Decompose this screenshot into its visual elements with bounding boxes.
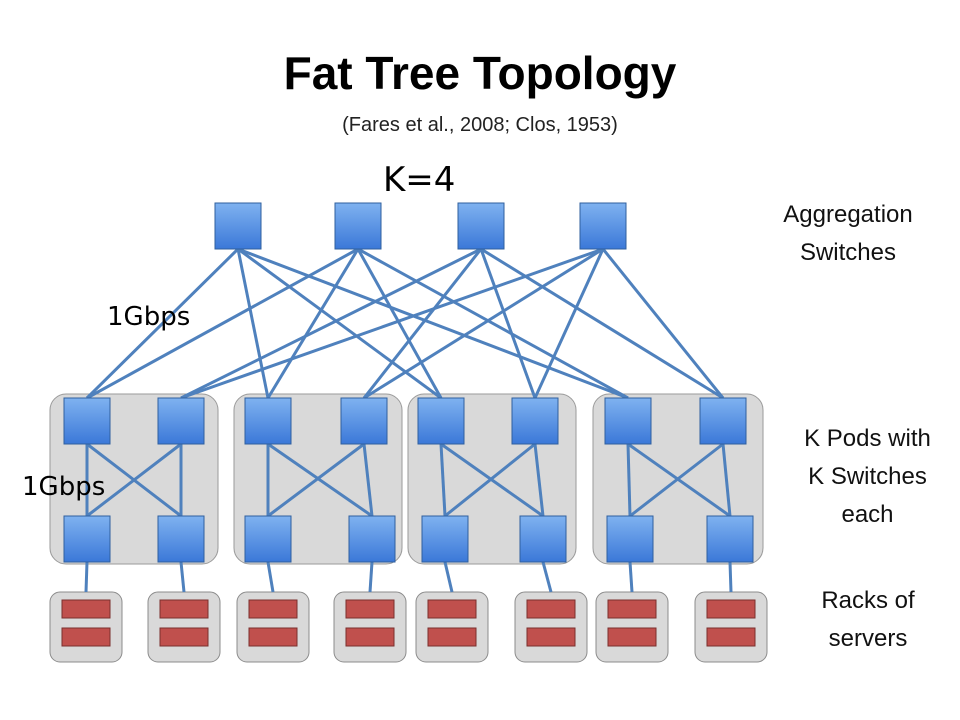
pod-link-speed-label: 1Gbps [22,472,106,502]
core-to-pod-link [480,247,724,400]
pod-internal-link [86,442,182,518]
pod-top-switch [63,397,111,445]
pod-edge-switch [606,515,654,563]
pod-internal-link [267,442,365,518]
pod-internal-link [626,443,632,517]
racks-layer [49,591,768,663]
pod-internal-link [721,443,732,517]
pods-label-line: K Pods with [804,425,931,452]
server-unit [159,599,209,619]
switch-to-rack-link [84,561,89,593]
server-unit [607,599,657,619]
pod-edge-switch [63,515,111,563]
core-to-pod-link [356,248,443,399]
pod-internal-link [362,443,374,517]
server-unit [159,627,209,647]
core-link-speed-label: 1Gbps [107,302,191,332]
server-unit [61,627,111,647]
pod-top-switch [699,397,747,445]
pod-internal-link [627,442,731,518]
core-to-pod-link [266,248,360,399]
pod-internal-link [444,442,536,518]
pod-top-switch [417,397,465,445]
core-to-pod-link [237,247,442,400]
pod-internal-link [267,442,373,518]
pod-edge-switch [157,515,205,563]
racks-label-line: Racks of [821,587,915,614]
server-unit [345,627,395,647]
pod-top-switch [604,397,652,445]
server-unit [345,599,395,619]
aggregation-switch [334,202,382,250]
pods-layer [49,393,764,565]
diagram-subtitle: (Fares et al., 2008; Clos, 1953) [342,114,618,136]
aggregation-switch [457,202,505,250]
links-layer [84,247,733,593]
pod-edge-switch [519,515,567,563]
pods-label-line: K Switches [808,463,927,490]
switch-to-rack-link [368,561,374,593]
pod-internal-link [629,442,724,518]
racks-of-servers-label: Racks of servers [778,582,958,658]
aggregation-label-line: Switches [799,239,897,266]
switches-layer [63,202,754,563]
pods-label-line: each [841,501,894,528]
switch-to-rack-link [541,561,553,593]
core-to-pod-link [180,247,482,400]
pod-edge-switch [421,515,469,563]
aggregation-switch [214,202,262,250]
k-pods-label: K Pods with K Switches each [770,420,960,534]
server-unit [427,599,477,619]
aggregation-switches-label: Aggregation Switches [758,196,938,272]
switch-to-rack-link [443,561,454,593]
pod-internal-link [533,443,545,517]
core-to-pod-link [601,248,725,399]
server-unit [706,599,756,619]
pod-top-switch [340,397,388,445]
server-unit [526,627,576,647]
core-to-pod-link [363,247,604,400]
pod-top-switch [157,397,205,445]
core-to-pod-link [86,247,359,400]
pod-internal-link [439,443,447,517]
core-to-pod-link [85,247,240,400]
switch-to-rack-link [266,561,275,593]
server-unit [607,627,657,647]
pod-edge-switch [244,515,292,563]
aggregation-switch [579,202,627,250]
switch-to-rack-link [179,561,186,593]
pod-edge-switch [706,515,754,563]
server-unit [427,627,477,647]
pod-top-switch [511,397,559,445]
server-unit [706,627,756,647]
k-parameter-label: K=4 [383,160,456,200]
pod-edge-switch [348,515,396,563]
server-unit [61,599,111,619]
switch-to-rack-link [628,561,634,593]
core-to-pod-link [180,247,604,400]
switch-to-rack-link [728,561,733,593]
core-to-pod-link [533,248,605,399]
core-to-pod-link [236,248,270,399]
core-to-pod-link [237,247,629,400]
server-unit [526,599,576,619]
pod-top-switch [244,397,292,445]
aggregation-label-line: Aggregation [783,201,913,228]
server-unit [248,627,298,647]
core-to-pod-link [479,248,537,399]
server-unit [248,599,298,619]
core-to-pod-link [357,247,629,400]
diagram-title: Fat Tree Topology [283,47,677,99]
racks-label-line: servers [828,625,908,652]
core-to-pod-link [362,248,483,399]
